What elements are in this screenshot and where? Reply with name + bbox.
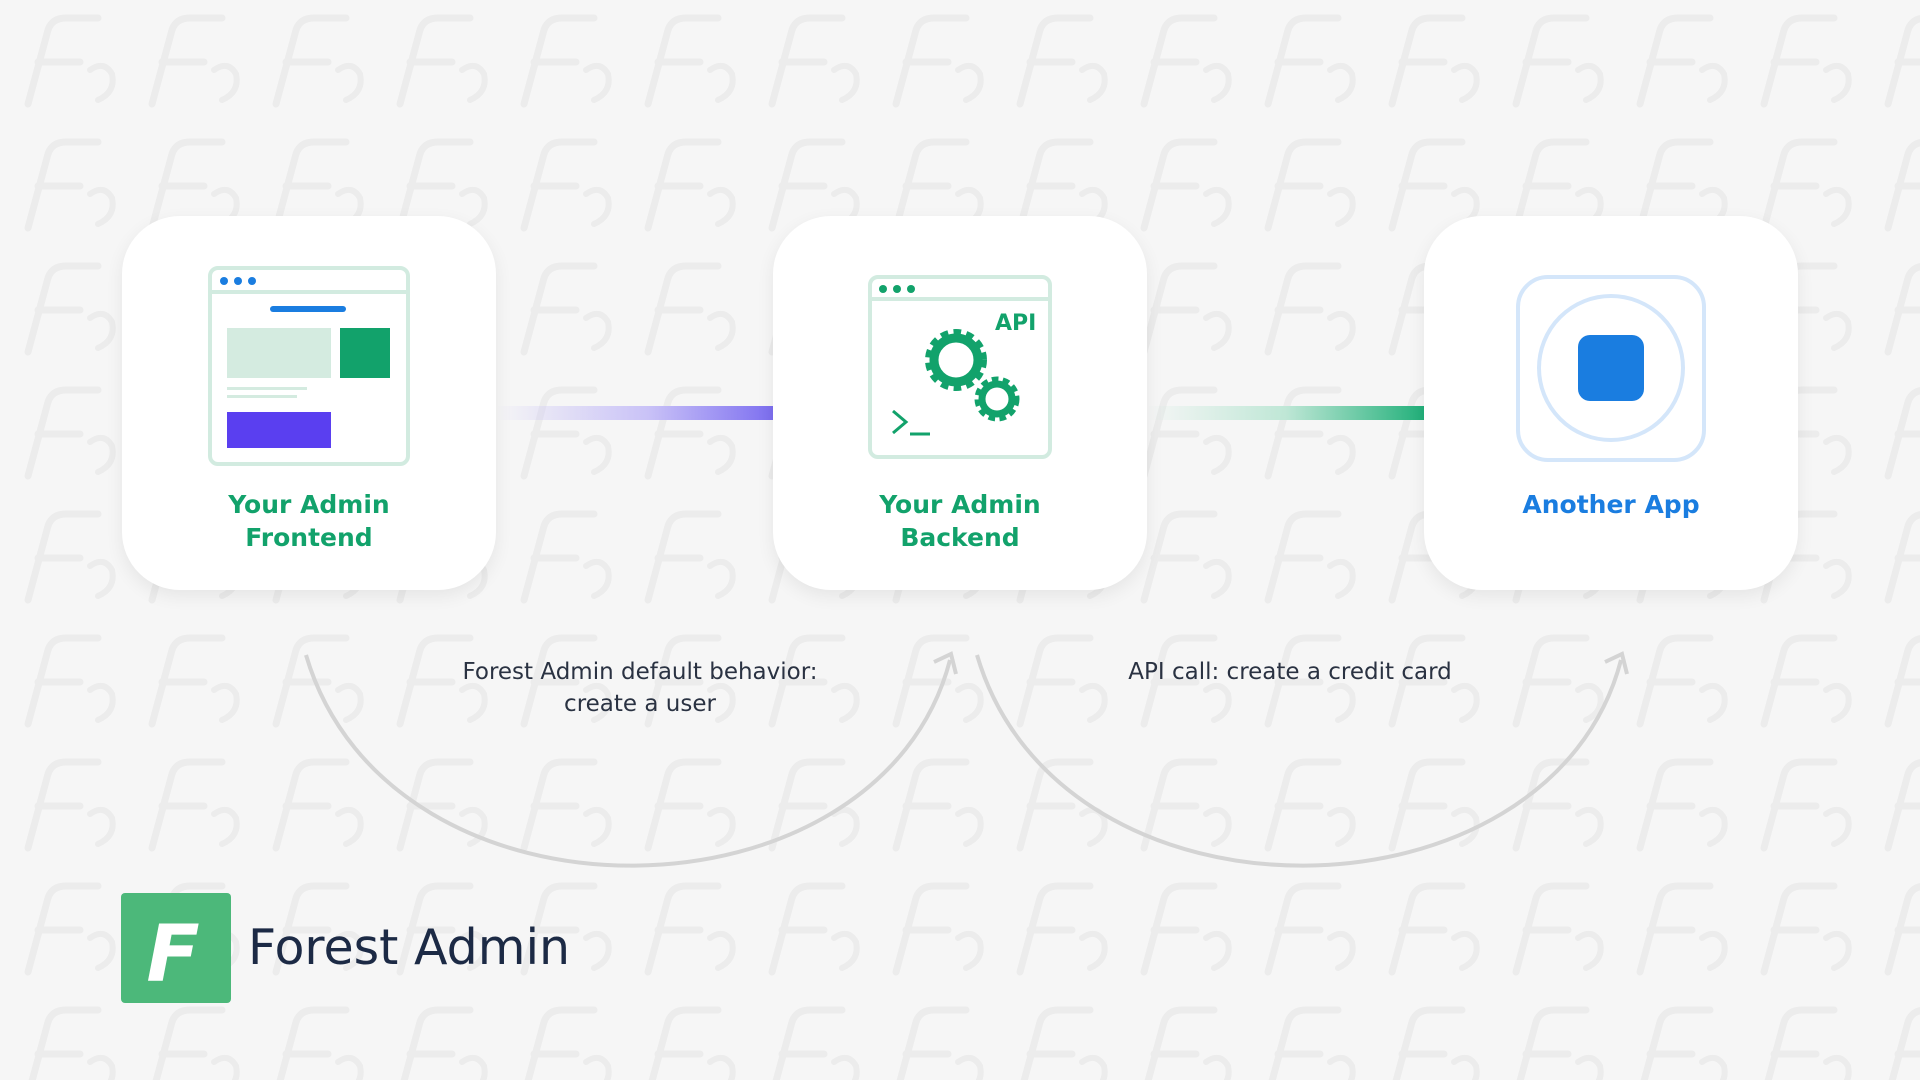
logo-letter: F [146, 910, 199, 1000]
node-label-line: Another App [1522, 490, 1700, 519]
node-card-other: Another App [1424, 216, 1798, 590]
brand-name: Forest Admin [248, 919, 571, 976]
node-label-frontend: Your Admin Frontend [122, 488, 496, 554]
app-icon [1516, 275, 1706, 462]
node-label-line: Your Admin [879, 490, 1041, 519]
node-card-backend: API Your Admin Backend [773, 216, 1147, 590]
node-label-backend: Your Admin Backend [773, 488, 1147, 554]
caption-api-call: API call: create a credit card [1050, 656, 1530, 688]
connector-backend-other [1147, 406, 1424, 420]
arrow-backend-to-other [975, 654, 1623, 868]
node-label-line: Your Admin [228, 490, 390, 519]
caption-default-behavior: Forest Admin default behavior: create a … [420, 656, 860, 720]
node-card-frontend: Your Admin Frontend [122, 216, 496, 590]
browser-window-icon [208, 266, 410, 466]
api-gears-icon: API [868, 275, 1052, 459]
caption-line: API call: create a credit card [1128, 659, 1452, 685]
arrow-frontend-to-backend [304, 654, 952, 868]
arrowhead-icon [1604, 651, 1629, 675]
arrowhead-icon [933, 651, 958, 675]
node-label-other: Another App [1424, 488, 1798, 521]
node-label-line: Frontend [245, 523, 373, 552]
caption-line: Forest Admin default behavior: [462, 659, 818, 685]
caption-line: create a user [564, 691, 716, 717]
api-text: API [995, 311, 1036, 336]
node-label-line: Backend [900, 523, 1020, 552]
forest-admin-logo-icon: F [121, 893, 231, 1003]
connector-frontend-backend [496, 406, 773, 420]
